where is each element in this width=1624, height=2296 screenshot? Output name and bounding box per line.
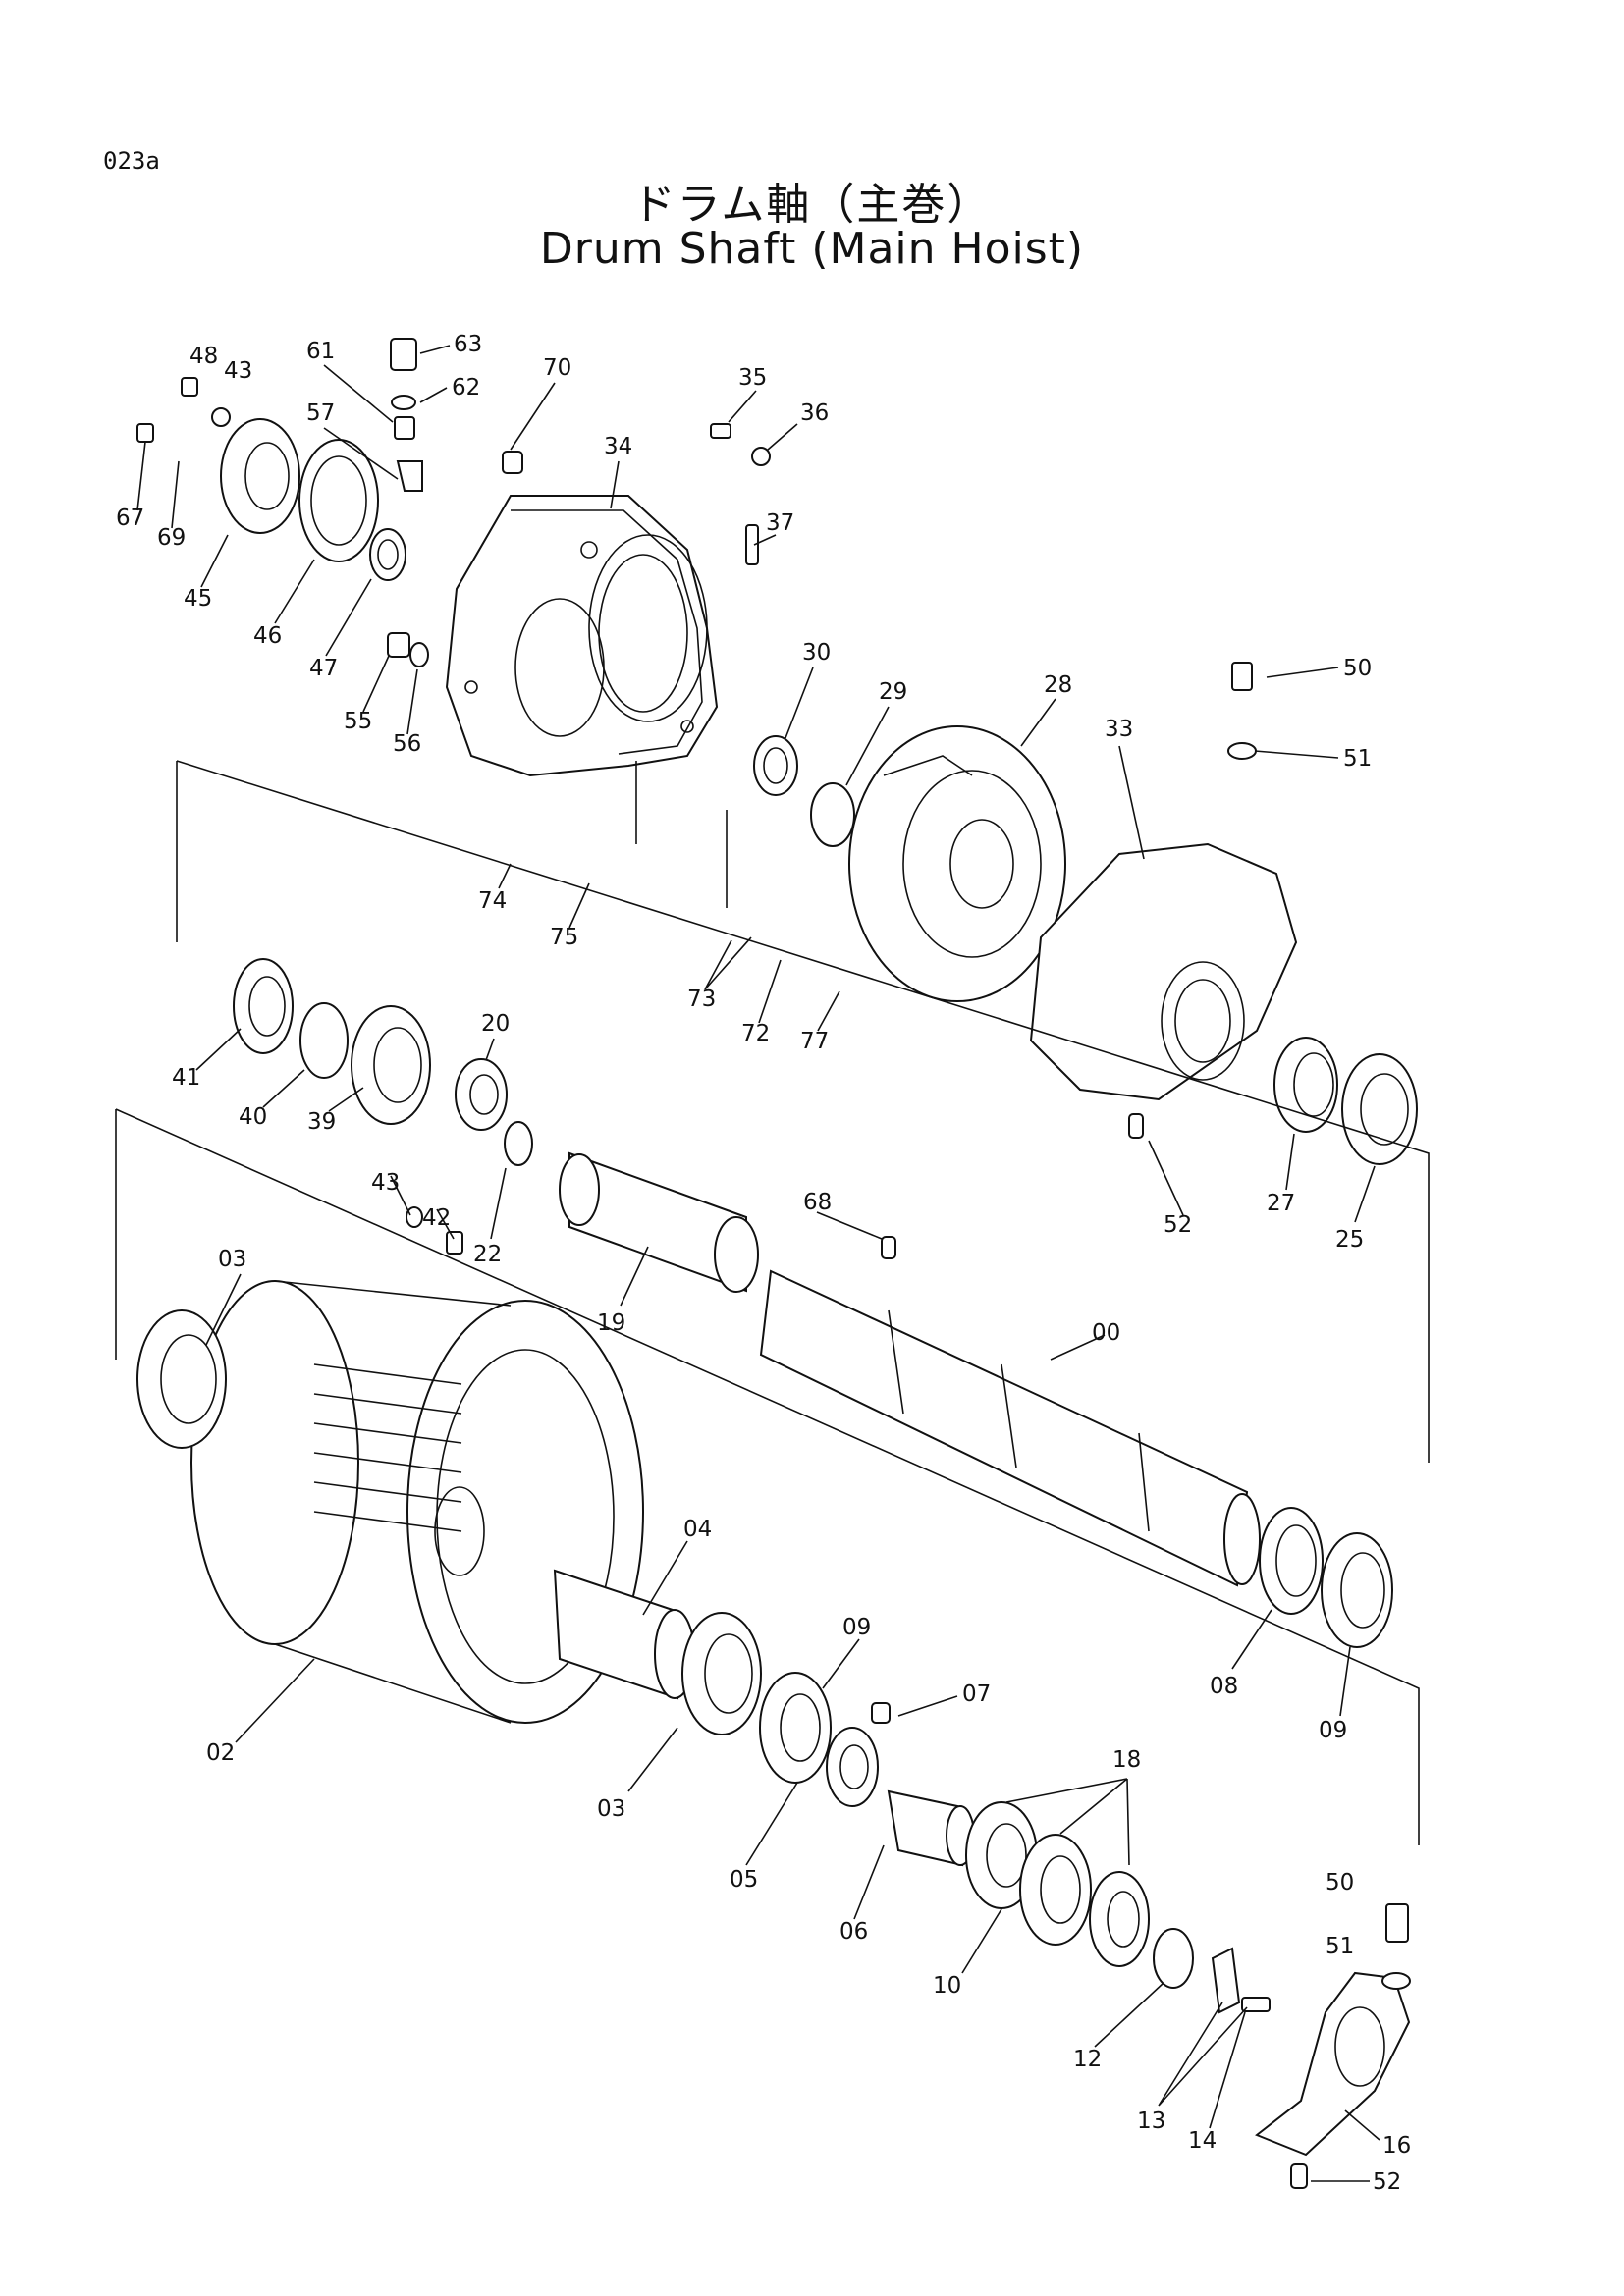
callout-37: 37 (766, 510, 794, 536)
callout-46: 46 (253, 623, 282, 649)
assembly-boundary-lines (115, 760, 1430, 1845)
callout-51: 51 (1326, 1934, 1354, 1959)
callout-16: 16 (1382, 2133, 1411, 2159)
callout-25: 25 (1335, 1227, 1364, 1253)
callout-50: 50 (1326, 1870, 1354, 1896)
callout-13: 13 (1137, 2109, 1165, 2134)
callout-19: 19 (597, 1310, 625, 1336)
page-title-english: Drum Shaft (Main Hoist) (539, 224, 1085, 274)
lower-bearing-stack-drawing (681, 1612, 1271, 2014)
callout-63: 63 (454, 332, 482, 357)
rings-08-09-drawing (1259, 1507, 1393, 1648)
leader-lines (136, 345, 1380, 2182)
callout-18: 18 (1112, 1747, 1141, 1773)
callout-39: 39 (307, 1109, 336, 1135)
callout-56: 56 (393, 731, 421, 757)
callout-14: 14 (1188, 2128, 1217, 2154)
callout-67: 67 (116, 506, 144, 531)
cover-plate-drawing (445, 495, 719, 777)
callout-69: 69 (157, 525, 186, 551)
shaft-00-drawing (759, 1236, 1261, 1587)
callout-12: 12 (1073, 2047, 1102, 2072)
page-code: 023a (103, 147, 160, 175)
callout-10: 10 (933, 1973, 961, 1999)
callout-43: 43 (224, 358, 252, 384)
callout-04: 04 (683, 1517, 712, 1542)
callout-70: 70 (543, 355, 571, 381)
callout-57: 57 (306, 400, 335, 426)
small-fittings-drawing (136, 338, 771, 667)
callout-03: 03 (218, 1247, 246, 1272)
callout-35: 35 (738, 365, 767, 391)
callout-77: 77 (800, 1029, 829, 1054)
callout-05: 05 (730, 1867, 758, 1893)
callout-51: 51 (1343, 746, 1372, 772)
housing-33-drawing (1029, 662, 1298, 1139)
callout-06: 06 (839, 1919, 868, 1945)
callout-52: 52 (1164, 1212, 1192, 1238)
callout-07: 07 (962, 1682, 991, 1707)
callout-08: 08 (1210, 1674, 1238, 1699)
seal-stack-39-41-drawing (233, 958, 533, 1255)
callout-73: 73 (687, 987, 716, 1012)
page-title-japanese: ドラム軸（主巻） (631, 180, 993, 230)
callout-75: 75 (550, 925, 578, 950)
callout-68: 68 (803, 1190, 832, 1215)
callout-41: 41 (172, 1065, 200, 1091)
callout-20: 20 (481, 1011, 510, 1037)
callout-03: 03 (597, 1796, 625, 1822)
callout-40: 40 (239, 1104, 267, 1130)
gear-28-drawing (848, 725, 1066, 1002)
callout-72: 72 (741, 1021, 770, 1046)
callout-29: 29 (879, 679, 907, 705)
callout-28: 28 (1044, 672, 1072, 698)
callout-74: 74 (478, 888, 507, 914)
callout-55: 55 (344, 709, 372, 734)
callout-34: 34 (604, 434, 632, 459)
callout-52: 52 (1373, 2169, 1401, 2195)
bearings-25-27-drawing (1273, 1037, 1418, 1165)
callout-09: 09 (842, 1615, 871, 1640)
callout-33: 33 (1105, 717, 1133, 742)
flange-45-drawing (220, 418, 406, 581)
callout-48: 48 (189, 344, 218, 369)
bracket-16-drawing (1255, 1903, 1411, 2189)
callout-00: 00 (1092, 1320, 1120, 1346)
callout-09: 09 (1319, 1718, 1347, 1743)
callout-50: 50 (1343, 656, 1372, 681)
sleeve-19-drawing (559, 1151, 759, 1293)
callout-30: 30 (802, 640, 831, 666)
callout-45: 45 (184, 586, 212, 612)
callout-36: 36 (800, 400, 829, 426)
callout-27: 27 (1267, 1191, 1295, 1216)
callout-61: 61 (306, 339, 335, 364)
callout-43: 43 (371, 1170, 400, 1196)
callout-47: 47 (309, 656, 338, 681)
callout-22: 22 (473, 1242, 502, 1267)
callout-62: 62 (452, 375, 480, 400)
callout-02: 02 (206, 1740, 235, 1766)
gear-29-30-drawing (753, 735, 855, 847)
